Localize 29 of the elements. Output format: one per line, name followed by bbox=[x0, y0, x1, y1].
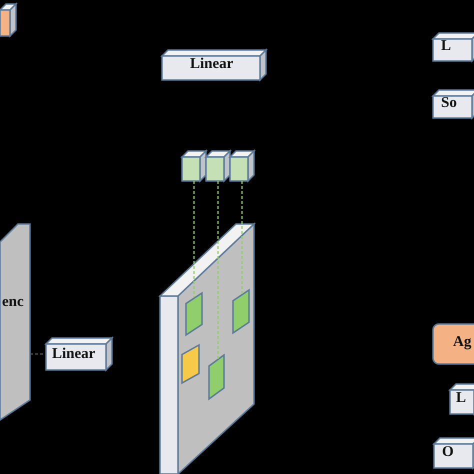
layer-label: So bbox=[441, 95, 457, 112]
layer-block bbox=[46, 338, 112, 370]
layer-block bbox=[450, 384, 474, 414]
connector-line bbox=[241, 181, 243, 294]
layer-label: Linear bbox=[190, 56, 234, 73]
cube-block bbox=[182, 151, 206, 181]
layer-block bbox=[162, 50, 266, 80]
cube-block bbox=[230, 151, 254, 181]
module-box bbox=[433, 324, 474, 364]
layer-block bbox=[434, 438, 474, 468]
patch-block bbox=[186, 293, 202, 335]
layer-label: L bbox=[456, 390, 466, 407]
layer-label: enc bbox=[2, 294, 24, 311]
layer-block bbox=[433, 90, 474, 118]
connector-line bbox=[30, 353, 46, 355]
connector-line bbox=[193, 181, 195, 298]
patch-block bbox=[209, 355, 224, 399]
layer-block bbox=[433, 33, 474, 61]
cube-block bbox=[0, 4, 16, 36]
feature-plane bbox=[0, 224, 30, 420]
layer-label: L bbox=[441, 38, 452, 55]
feature-plane bbox=[160, 224, 254, 474]
patch-block bbox=[233, 290, 249, 333]
patch-block bbox=[182, 345, 199, 383]
layer-label: Linear bbox=[52, 346, 96, 363]
layer-label: Ag bbox=[453, 334, 472, 351]
connector-line bbox=[217, 181, 219, 360]
layer-label: O bbox=[442, 444, 454, 461]
cube-block bbox=[206, 151, 230, 181]
